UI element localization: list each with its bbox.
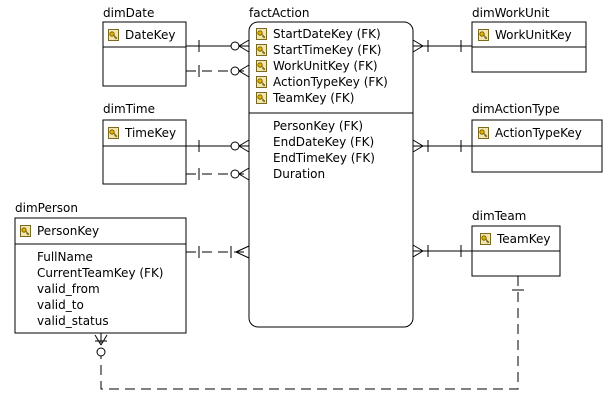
key-field: WorkUnitKey (FK) xyxy=(273,59,378,73)
attribute-field: Duration xyxy=(273,167,325,181)
key-field: ActionTypeKey (FK) xyxy=(273,75,388,89)
key-field-teamkey: TeamKey xyxy=(496,232,550,246)
key-icon xyxy=(108,127,119,139)
attribute-field: FullName xyxy=(37,250,93,264)
key-field: StartDateKey (FK) xyxy=(273,27,381,41)
key-field-timekey: TimeKey xyxy=(124,126,176,140)
key-icon xyxy=(256,28,267,40)
attribute-field: valid_status xyxy=(37,314,109,328)
key-icon xyxy=(478,29,489,41)
entity-box-factAction xyxy=(248,21,414,328)
attribute-field: valid_to xyxy=(37,298,84,312)
key-icon xyxy=(256,60,267,72)
key-field-personkey: PersonKey xyxy=(37,224,99,238)
entity-dimTeam[interactable]: dimTeam TeamKey xyxy=(471,209,561,277)
key-field-workunitkey: WorkUnitKey xyxy=(495,28,572,42)
entity-title-dimActionType: dimActionType xyxy=(472,102,560,116)
key-field-actiontypekey: ActionTypeKey xyxy=(495,126,582,140)
key-icon xyxy=(256,92,267,104)
key-field: StartTimeKey (FK) xyxy=(273,43,381,57)
relationship-line[interactable] xyxy=(186,139,250,153)
entity-dimTime[interactable]: dimTime TimeKey xyxy=(102,102,187,185)
key-icon xyxy=(480,233,491,245)
relationship-line[interactable] xyxy=(186,64,250,78)
entity-factAction[interactable]: factAction StartDateKey (FK) StartTimeKe… xyxy=(248,6,414,328)
key-icon xyxy=(256,76,267,88)
entity-box-dimPerson xyxy=(14,217,187,334)
key-icon xyxy=(20,225,31,237)
attribute-field: valid_from xyxy=(37,282,100,296)
entity-title-dimWorkUnit: dimWorkUnit xyxy=(472,6,550,20)
entity-title-dimTeam: dimTeam xyxy=(472,209,526,223)
entity-title-dimTime: dimTime xyxy=(103,102,155,116)
relationship-line[interactable] xyxy=(94,276,524,390)
key-icon xyxy=(478,127,489,139)
entity-dimActionType[interactable]: dimActionType ActionTypeKey xyxy=(471,102,603,173)
entity-dimDate[interactable]: dimDate DateKey xyxy=(102,6,187,87)
relationship-line[interactable] xyxy=(412,39,472,53)
attribute-field: EndDateKey (FK) xyxy=(273,135,374,149)
entity-title-factAction: factAction xyxy=(249,6,309,20)
key-field-datekey: DateKey xyxy=(125,28,175,42)
attribute-field: PersonKey (FK) xyxy=(273,119,363,133)
relationship-line[interactable] xyxy=(412,139,472,153)
key-field: TeamKey (FK) xyxy=(272,91,354,105)
relationship-line[interactable] xyxy=(186,167,250,181)
attribute-field: EndTimeKey (FK) xyxy=(273,151,375,165)
entity-title-dimPerson: dimPerson xyxy=(15,201,78,215)
entity-title-dimDate: dimDate xyxy=(103,6,154,20)
relationship-line[interactable] xyxy=(186,245,250,259)
key-icon xyxy=(256,44,267,56)
key-icon xyxy=(108,29,119,41)
relationship-line[interactable] xyxy=(412,244,472,258)
entity-dimPerson[interactable]: dimPerson PersonKey FullName CurrentTeam… xyxy=(14,201,187,334)
attribute-field: CurrentTeamKey (FK) xyxy=(37,266,164,280)
entity-dimWorkUnit[interactable]: dimWorkUnit WorkUnitKey xyxy=(471,6,587,73)
relationship-line[interactable] xyxy=(186,39,250,53)
